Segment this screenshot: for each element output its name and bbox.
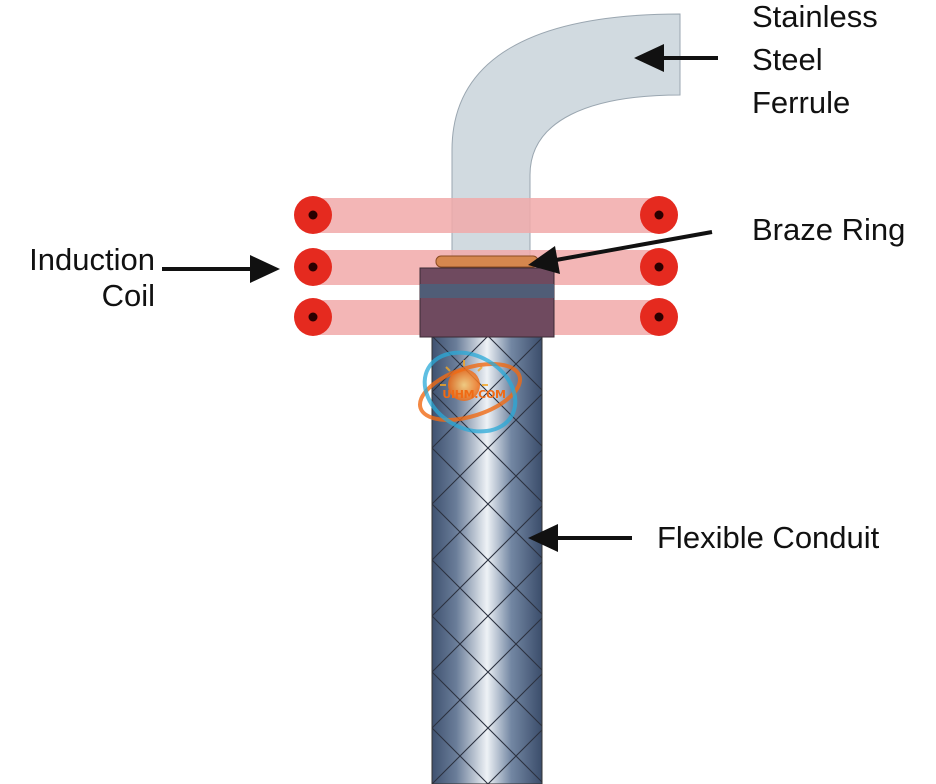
logo-orbit-orange — [417, 362, 523, 422]
label-braze-ring: Braze Ring — [752, 212, 906, 247]
label-stainless-steel-ferrule: Stainless Steel Ferrule — [752, 0, 878, 129]
logo-sun-icon — [448, 369, 480, 401]
coil-end-right-bottom — [640, 298, 678, 336]
label-coil-line-1: Induction — [29, 242, 155, 277]
braze-ring — [435, 255, 539, 268]
arrow-braze-ring — [528, 230, 713, 274]
arrow-induction-coil — [162, 255, 280, 283]
coil-turn-top — [313, 198, 659, 233]
coil-end-left-top — [294, 196, 332, 234]
logo-orbit-blue — [422, 350, 518, 434]
coil-end-right-top — [640, 196, 678, 234]
arrow-flexible-conduit — [528, 524, 632, 552]
logo-text: UIHM.COM — [442, 388, 506, 401]
uihm-logo — [417, 350, 523, 434]
coil-end-left-bottom — [294, 298, 332, 336]
conduit-fitting — [419, 267, 555, 338]
coil-end-right-middle — [640, 248, 678, 286]
label-flexible-conduit: Flexible Conduit — [657, 520, 880, 555]
label-induction-coil: Induction Coil — [0, 242, 155, 314]
label-ferrule-line-3: Ferrule — [752, 85, 851, 120]
label-coil-line-2: Coil — [101, 278, 155, 313]
label-ferrule-line-2: Steel — [752, 42, 823, 77]
arrow-ferrule — [634, 44, 718, 72]
coil-end-left-middle — [294, 248, 332, 286]
label-ferrule-line-1: Stainless — [752, 0, 878, 34]
flexible-conduit — [431, 335, 543, 784]
